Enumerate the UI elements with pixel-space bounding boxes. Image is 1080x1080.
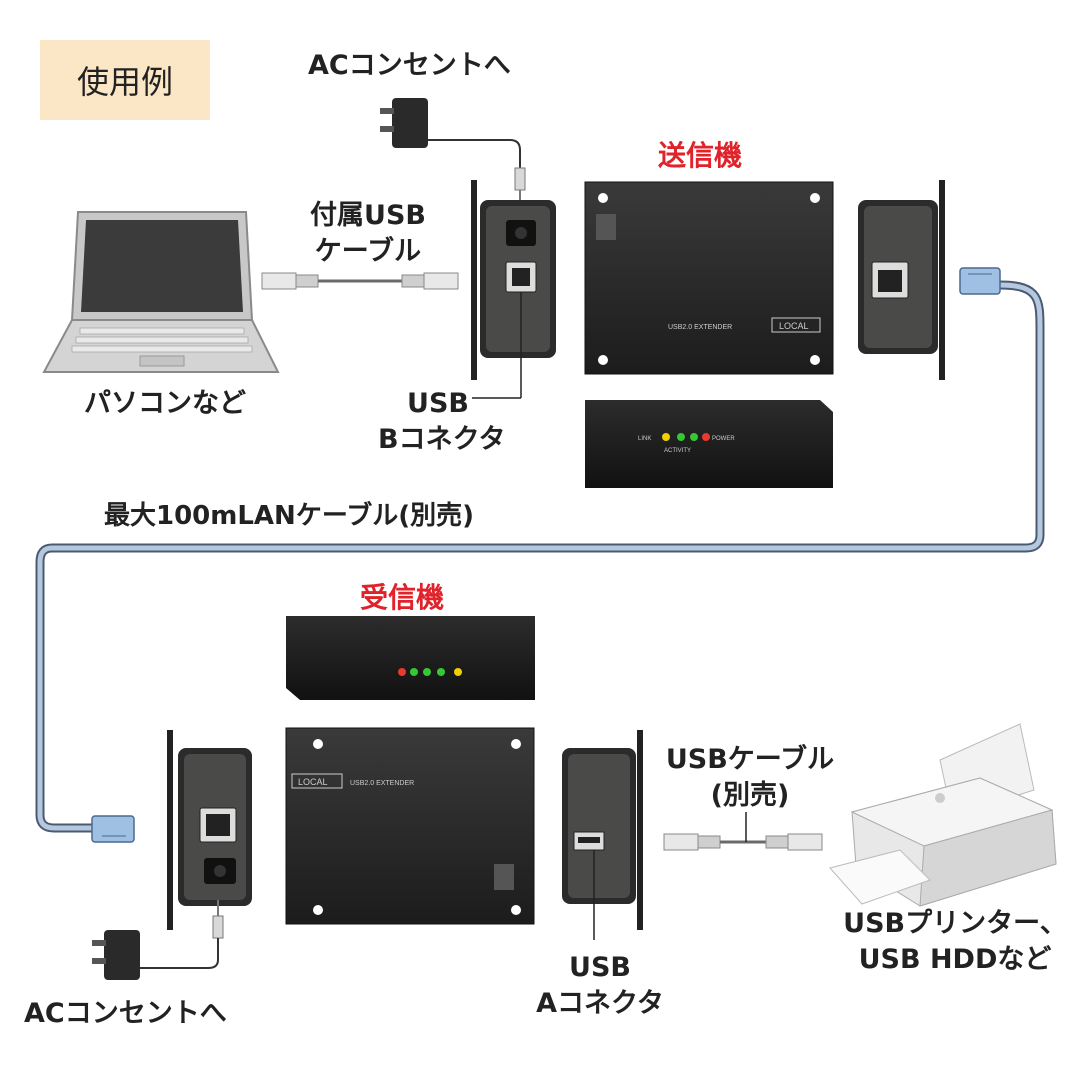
rj45-plug-bottom (91, 815, 135, 843)
pc-label: パソコンなど (84, 388, 246, 419)
sender-led-link: LINK (638, 436, 651, 442)
receiver-title: 受信機 (360, 581, 445, 614)
rj45-plug-top (959, 267, 1001, 295)
sender-title: 送信機 (658, 139, 743, 172)
sender-led-power: POWER (712, 436, 735, 442)
sender-top-view: USB2.0 EXTENDER LOCAL (584, 181, 834, 375)
receiver-back-panel (167, 730, 252, 930)
page-title: 使用例 (76, 63, 173, 101)
printer-icon (829, 723, 1057, 907)
lan-cable-label: 最大100mLANケーブル(別売) (104, 501, 475, 531)
sender-back-panel (471, 180, 556, 399)
title-badge: 使用例 (40, 40, 210, 120)
usb-cable-receiver (663, 812, 823, 851)
receiver-front-panel (562, 730, 643, 940)
receiver-usb-cable-label: USBケーブル (別売) (665, 744, 835, 811)
ac-adapter-receiver (92, 900, 224, 980)
sender-ac-label: ACコンセントへ (308, 50, 511, 81)
sender-device-badge: LOCAL (779, 321, 809, 331)
usb-b-connector-label: USB Bコネクタ (378, 388, 506, 455)
usb-a-connector-label: USB Aコネクタ (536, 952, 664, 1019)
receiver-led-view (286, 616, 535, 700)
sender-led-view: LINK ACTIVITY POWER (585, 400, 833, 488)
sender-led-activity: ACTIVITY (664, 448, 691, 454)
usb-cable-sender (261, 272, 459, 290)
ac-adapter-sender (380, 98, 526, 204)
sender-front-panel (858, 180, 945, 380)
sender-device-text: USB2.0 EXTENDER (668, 324, 732, 331)
receiver-device-badge: LOCAL (298, 777, 328, 787)
receiver-device-text: USB2.0 EXTENDER (350, 780, 414, 787)
receiver-top-view: LOCAL USB2.0 EXTENDER (285, 727, 535, 925)
laptop-icon (42, 211, 280, 373)
printer-label: USBプリンター、 USB HDDなど (843, 908, 1067, 975)
sender-usb-cable-label: 付属USB ケーブル (310, 200, 426, 267)
receiver-ac-label: ACコンセントへ (24, 998, 227, 1029)
